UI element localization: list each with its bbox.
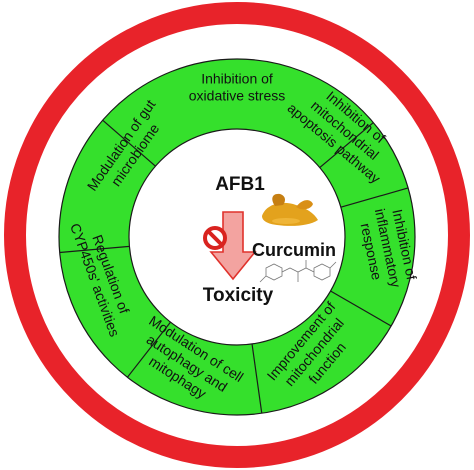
toxicity-label: Toxicity — [203, 285, 274, 306]
segment-dividers — [59, 119, 409, 414]
prohibition-icon — [203, 226, 227, 250]
segment-divider — [330, 290, 392, 327]
segment-label-line: Inhibition of — [201, 71, 273, 87]
down-arrow-icon — [209, 211, 257, 281]
segment-divider — [102, 119, 156, 167]
turmeric-icon — [262, 193, 318, 226]
curcumin-label: Curcumin — [252, 240, 336, 260]
outer-ring — [4, 2, 470, 468]
segment-divider — [319, 122, 374, 169]
curcumin-structure-icon — [259, 260, 337, 283]
afb1-label: AFB1 — [215, 174, 265, 195]
segment-divider — [340, 187, 409, 208]
segment-divider — [251, 343, 263, 414]
segment-label-line: oxidative stress — [189, 88, 285, 104]
segment-divider — [59, 245, 130, 254]
segment-divider — [126, 321, 171, 378]
